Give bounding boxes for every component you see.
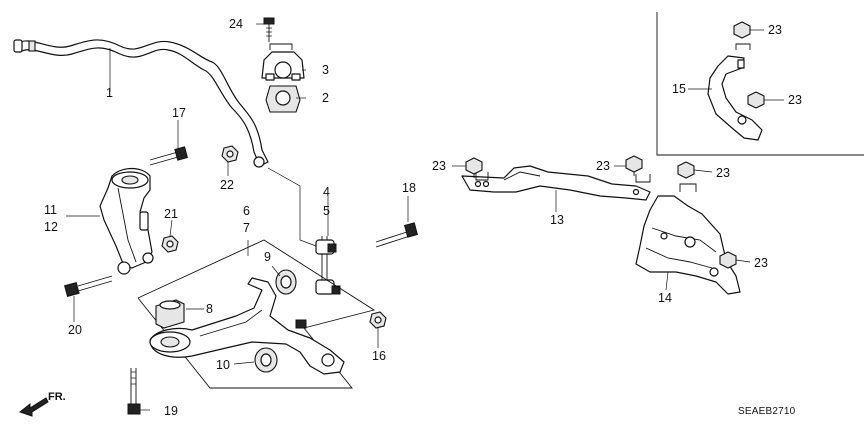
callout-23-e: 23 — [768, 23, 782, 37]
bracket-24 — [269, 43, 293, 50]
callout-19: 19 — [164, 404, 178, 418]
callout-labels: 1 2 3 4 5 6 7 8 9 10 11 12 13 14 15 16 1… — [44, 17, 802, 418]
diagram-code: SEAEB2710 — [738, 406, 796, 417]
callout-1: 1 — [106, 86, 113, 100]
crossmember-13 — [461, 165, 651, 201]
nut-23-c — [677, 161, 695, 179]
callout-23-f: 23 — [788, 93, 802, 107]
callout-15: 15 — [672, 82, 686, 96]
bracket-14a — [679, 183, 697, 192]
callout-13: 13 — [550, 213, 564, 227]
lower-arm — [149, 277, 345, 375]
nut-23-a — [465, 157, 483, 178]
leader-lines — [66, 23, 784, 411]
callout-4: 4 — [323, 185, 330, 199]
callout-5: 5 — [323, 204, 330, 218]
callout-16: 16 — [372, 349, 386, 363]
bushing-9 — [275, 269, 297, 295]
bracket-15a — [735, 43, 751, 50]
nut-23-b — [625, 155, 643, 176]
callout-7: 7 — [243, 221, 250, 235]
nut-23-f — [747, 91, 765, 109]
nut-23-d — [719, 251, 737, 269]
inset-frame — [656, 12, 864, 156]
nut-16 — [369, 311, 387, 329]
stabilizer-bushing — [265, 85, 301, 113]
nut-23-e — [733, 21, 751, 39]
bolt-17 — [149, 146, 188, 166]
callout-17: 17 — [172, 106, 186, 120]
front-direction-arrow: FR. — [18, 391, 66, 417]
callout-23-b: 23 — [596, 159, 610, 173]
callout-23-d: 23 — [754, 256, 768, 270]
callout-2: 2 — [322, 91, 329, 105]
knuckle — [99, 167, 154, 275]
callout-23-a: 23 — [432, 159, 446, 173]
bushing-10 — [254, 347, 278, 373]
link-leader — [267, 167, 317, 247]
callout-8: 8 — [206, 302, 213, 316]
nut-21 — [161, 235, 179, 253]
bracket-13b — [635, 174, 651, 183]
bushing-8 — [155, 299, 185, 329]
stabilizer-link — [315, 236, 341, 295]
callout-10: 10 — [216, 358, 230, 372]
stabilizer-holder — [261, 51, 305, 81]
callout-18: 18 — [402, 181, 416, 195]
callout-12: 12 — [44, 220, 58, 234]
bolt-24 — [263, 17, 275, 42]
bolt-19 — [127, 368, 141, 415]
callout-23-c: 23 — [716, 166, 730, 180]
callout-20: 20 — [68, 323, 82, 337]
callout-11: 11 — [44, 203, 57, 217]
callout-22: 22 — [220, 178, 234, 192]
bolt-18 — [375, 222, 418, 248]
callout-21: 21 — [164, 207, 178, 221]
nut-22 — [221, 145, 239, 163]
bracket-15 — [707, 55, 763, 141]
callout-24: 24 — [229, 17, 243, 31]
callout-3: 3 — [322, 63, 329, 77]
callout-14: 14 — [658, 291, 672, 305]
bracket-13a — [475, 172, 489, 181]
bolt-20 — [64, 275, 113, 297]
bracket-14 — [635, 195, 741, 295]
callout-9: 9 — [264, 250, 271, 264]
direction-label: FR. — [48, 391, 66, 403]
callout-6: 6 — [243, 204, 250, 218]
stabilizer-bar — [13, 39, 269, 168]
